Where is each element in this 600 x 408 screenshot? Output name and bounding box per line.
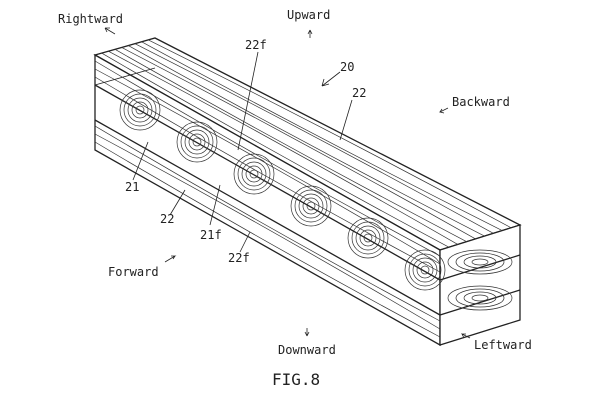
growth-ring [416,261,434,279]
growth-ring [123,93,157,127]
growth-ring [245,165,263,183]
growth-ring [412,257,438,283]
grain-line [141,41,503,231]
ref-22-front: 22 [160,212,175,226]
ref-22-top: 22 [352,86,367,100]
end-grain-ring [455,288,505,308]
ref-22f-top: 22f [245,38,267,52]
end-grain-ring [463,291,497,305]
direction-rightward-label: Rightward [58,12,124,26]
direction-upward-label: Upward [287,8,331,22]
arrow-rightward [104,27,116,35]
grain-line [134,43,494,234]
grain-line [114,49,467,242]
arrow-20 [321,71,341,87]
end-grain-ring [447,285,513,311]
ref-21: 21 [125,180,140,194]
growth-ring [184,129,210,155]
figure-caption: FIG.8 [272,370,321,389]
growth-ring [351,221,385,255]
arrow-forward [164,255,177,263]
leader-22-top [339,99,353,141]
growth-ring [294,189,328,223]
arrow-downward [304,328,310,337]
growth-ring [192,137,202,147]
ref-21f: 21f [200,228,222,242]
growth-ring [176,121,218,163]
growth-ring [420,265,430,275]
grain-line [148,39,512,229]
growth-ring [119,89,161,131]
growth-ring [355,225,381,251]
growth-ring [306,201,316,211]
end-grain-ring [471,294,489,302]
growth-ring [408,253,442,287]
growth-ring [404,249,446,291]
grain-line [121,47,476,240]
end-grain-ring [447,249,513,275]
direction-downward-label: Downward [278,343,336,357]
arrow-upward [307,29,313,38]
growth-ring [135,105,145,115]
growth-ring [359,229,377,247]
growth-ring [131,101,149,119]
grain-line [94,60,441,257]
leader-21 [132,141,149,181]
growth-ring [302,197,320,215]
direction-leftward-label: Leftward [474,338,532,352]
grain-line [108,50,458,245]
grain-line [94,125,441,322]
arrow-leftward [461,333,471,339]
end-grain-ring [463,255,497,269]
growth-ring [237,157,271,191]
growth-ring [188,133,206,151]
grain-line [94,76,441,273]
leader-22f-bottom [239,231,251,253]
grain-line [128,45,485,237]
growth-ring [249,169,259,179]
growth-ring [290,185,332,227]
growth-ring [241,161,267,187]
growth-ring [298,193,324,219]
growth-ring [180,125,214,159]
end-grain-ring [471,258,489,266]
growth-ring [363,233,373,243]
leader-22-front [169,189,186,216]
ref-22f-bottom: 22f [228,251,250,265]
growth-ring [347,217,389,259]
ref-20: 20 [340,60,355,74]
end-grain-ring [455,252,505,272]
grain-line [94,141,441,338]
leader-22f-top [237,51,259,151]
direction-backward-label: Backward [452,95,510,109]
leader-21f [209,184,221,226]
arrow-backward [438,107,449,114]
direction-forward-label: Forward [108,265,159,279]
growth-ring [127,97,153,123]
grain-line [101,52,450,248]
growth-ring [233,153,275,195]
